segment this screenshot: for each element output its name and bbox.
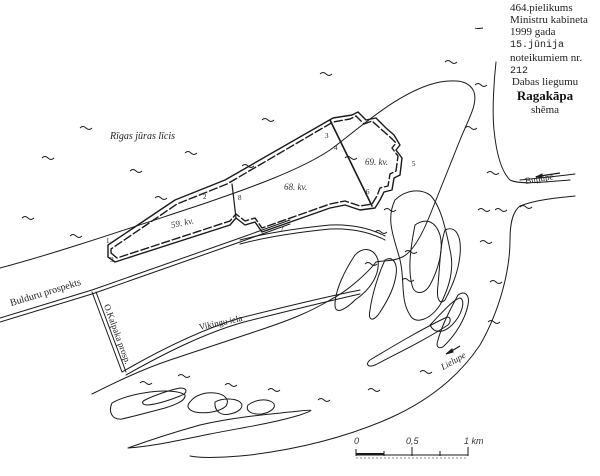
boundary-point-1: 1 xyxy=(106,237,110,245)
scale-tick-1km: 1 km xyxy=(464,436,484,446)
bullupe-flow-arrow xyxy=(539,172,561,177)
island-long xyxy=(429,297,464,332)
annex-rule-number: 212 xyxy=(510,66,529,77)
annex-line-4: noteikumiem nr. 212 xyxy=(510,52,600,78)
annex-date: 15.jūnija xyxy=(510,40,565,51)
island xyxy=(436,292,469,349)
title-block: Dabas liegumu Ragakāpa shēma xyxy=(500,76,590,116)
lielupe-west-bank xyxy=(91,261,377,395)
island-south xyxy=(187,392,228,414)
boundary-point-4: 4 xyxy=(334,144,338,152)
road-spur xyxy=(239,224,386,241)
title-line-1: Dabas liegumu xyxy=(511,76,579,88)
label-gulf: Rīgas jūras līcis xyxy=(110,131,176,142)
annex-year: 1999 gada xyxy=(510,26,556,38)
boundary-point-6: 6 xyxy=(366,188,370,196)
island-long xyxy=(367,316,451,367)
annex-line-1: 464.pielikums xyxy=(510,2,573,14)
road-kalpaka xyxy=(91,291,123,373)
island xyxy=(369,258,397,320)
island-south xyxy=(109,390,186,420)
road-vikingu xyxy=(121,289,361,373)
road-bulduru xyxy=(0,223,291,323)
road-spur xyxy=(239,228,386,245)
island xyxy=(409,220,442,293)
island-south xyxy=(142,387,187,406)
scale-tick-0: 0 xyxy=(354,436,360,446)
scale-tick-half: 0,5 xyxy=(406,436,419,446)
water-symbols xyxy=(21,27,533,402)
map-title: Ragakāpa xyxy=(516,88,574,103)
lielupe-east-bank xyxy=(492,61,571,184)
block-label-69: 69. kv. xyxy=(365,157,389,167)
island-south xyxy=(246,399,275,415)
island-south xyxy=(214,398,243,415)
boundary-point-3: 3 xyxy=(325,132,329,140)
annex-line-2: Ministru kabineta xyxy=(510,14,588,26)
boundary-point-9: 9 xyxy=(110,256,114,264)
block-divider xyxy=(329,119,373,207)
road-vikingu xyxy=(125,293,361,376)
title-line-3: shēma xyxy=(530,104,560,116)
boundary-point-2: 2 xyxy=(203,193,207,201)
boundary-point-8: 8 xyxy=(238,194,242,202)
bullupe-north-bank xyxy=(519,173,576,181)
block-label-68: 68. kv. xyxy=(284,182,308,192)
coastline xyxy=(0,80,476,269)
reserve-boundary xyxy=(107,111,403,263)
island xyxy=(334,249,379,311)
block-divider xyxy=(231,183,237,219)
road-bulduru xyxy=(0,219,291,319)
island xyxy=(390,190,453,321)
road-kalpaka xyxy=(95,291,127,373)
annex-line-3: 1999 gada 15.jūnija xyxy=(510,26,600,52)
island xyxy=(437,228,461,303)
bullupe-south-bank xyxy=(189,195,576,458)
scale-bar xyxy=(355,447,469,459)
boundary-point-5: 5 xyxy=(412,160,416,168)
flow-arrows xyxy=(445,172,561,355)
annex-header: 464.pielikums Ministru kabineta 1999 gad… xyxy=(510,2,600,78)
boundary-point-7: 7 xyxy=(280,226,284,234)
south-spit xyxy=(127,409,312,449)
annex-rule-prefix: noteikumiem nr. xyxy=(510,52,583,64)
